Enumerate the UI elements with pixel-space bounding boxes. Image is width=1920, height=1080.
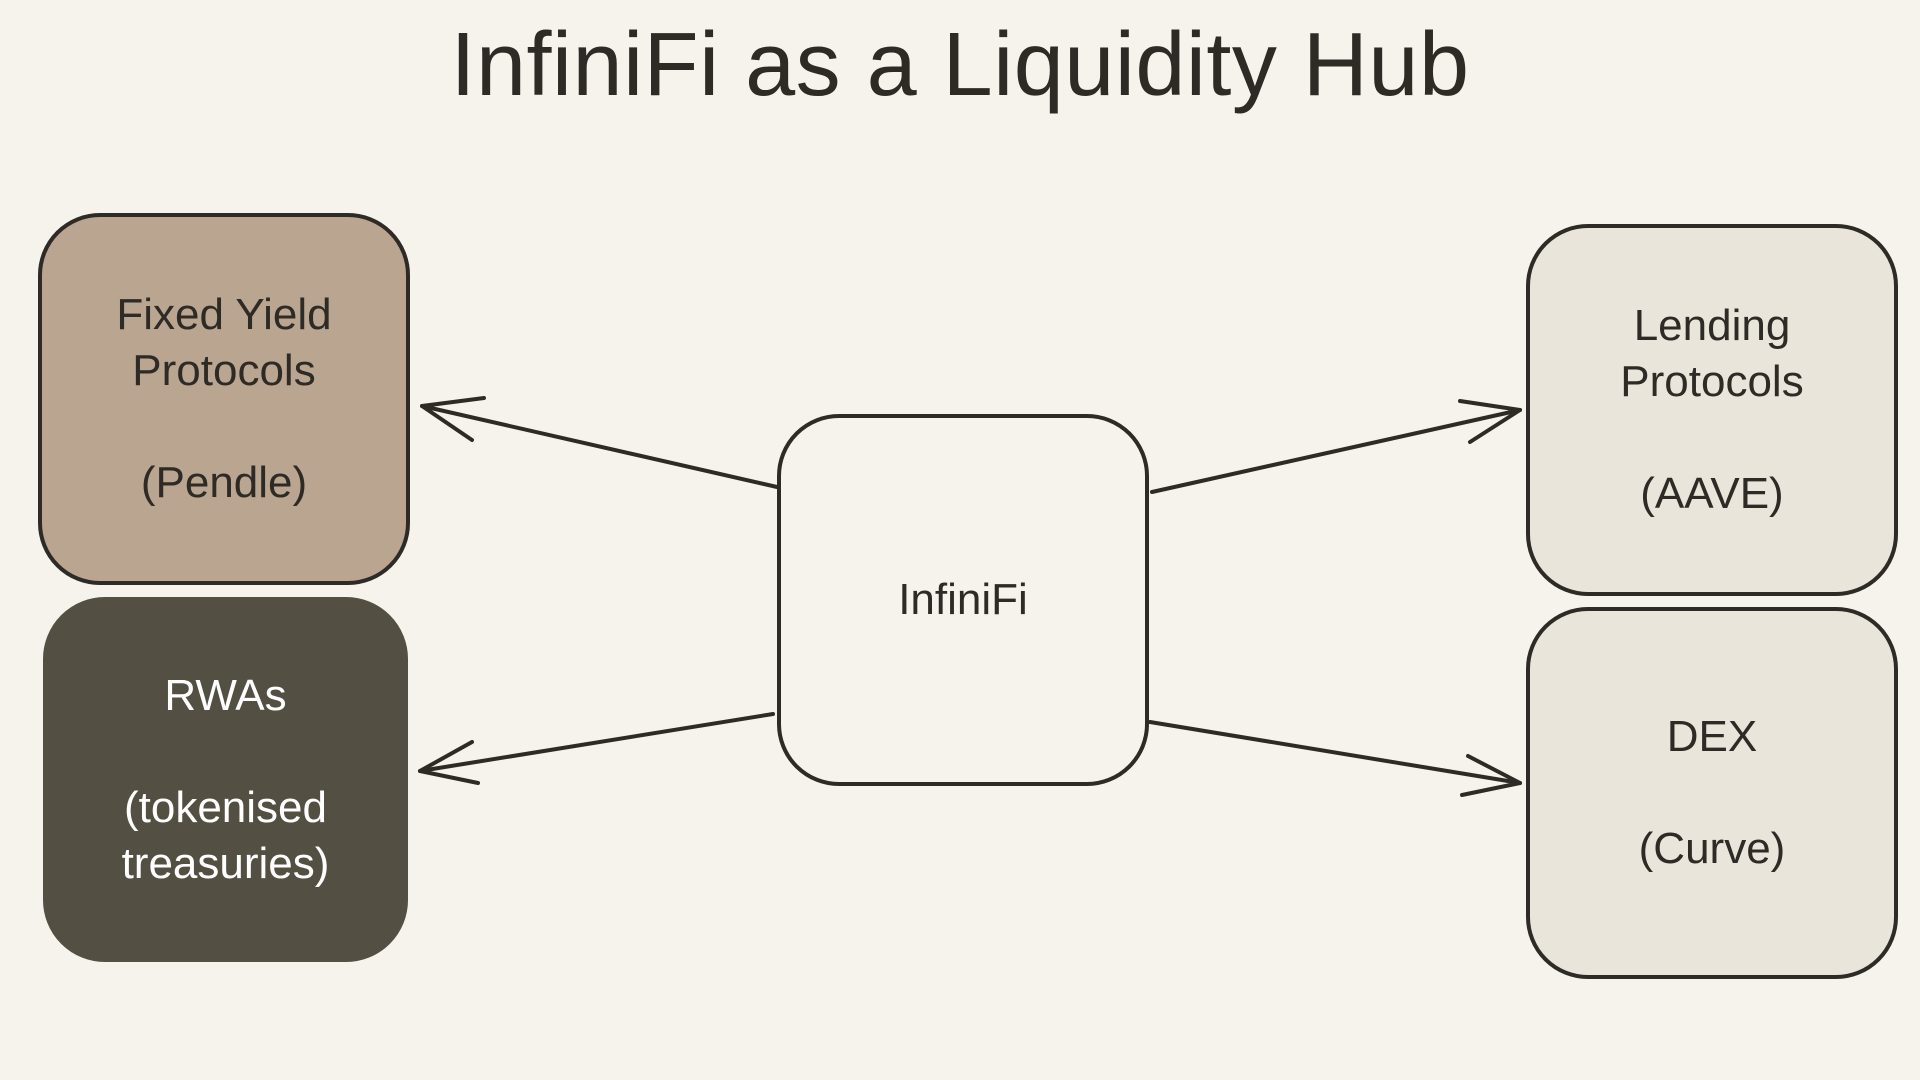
node-rwas-name: RWAs <box>164 670 287 720</box>
edge-hub-to-fixed-yield <box>420 404 779 489</box>
node-fixed-yield-example: (Pendle) <box>140 458 308 507</box>
arrowhead-rwas <box>418 740 480 785</box>
node-fixed-yield-name: Fixed Yield Protocols <box>116 290 332 395</box>
node-dex-example: (Curve) <box>1638 824 1786 873</box>
node-hub-label: InfiniFi <box>898 575 1028 624</box>
node-dex-name: DEX <box>1666 712 1758 761</box>
diagram-title: InfiniFi as a Liquidity Hub <box>450 15 1470 115</box>
edge-hub-to-dex <box>1148 720 1522 785</box>
node-lending-name: Lending Protocols <box>1620 301 1804 406</box>
edge-hub-to-rwas <box>418 712 775 773</box>
node-rwas: RWAs (tokenised treasuries) <box>43 597 408 962</box>
node-lending-example: (AAVE) <box>1640 469 1784 518</box>
arrowhead-fixed-yield <box>420 396 486 442</box>
node-dex: DEX (Curve) <box>1526 607 1898 979</box>
edge-hub-to-lending <box>1150 408 1522 494</box>
arrowhead-lending <box>1458 399 1522 444</box>
node-lending-protocols: Lending Protocols (AAVE) <box>1526 224 1898 596</box>
node-infinifi-hub: InfiniFi <box>777 414 1149 786</box>
node-rwas-example: (tokenised treasuries) <box>121 782 330 888</box>
arrowhead-dex <box>1460 754 1522 797</box>
node-fixed-yield-protocols: Fixed Yield Protocols (Pendle) <box>38 213 410 585</box>
